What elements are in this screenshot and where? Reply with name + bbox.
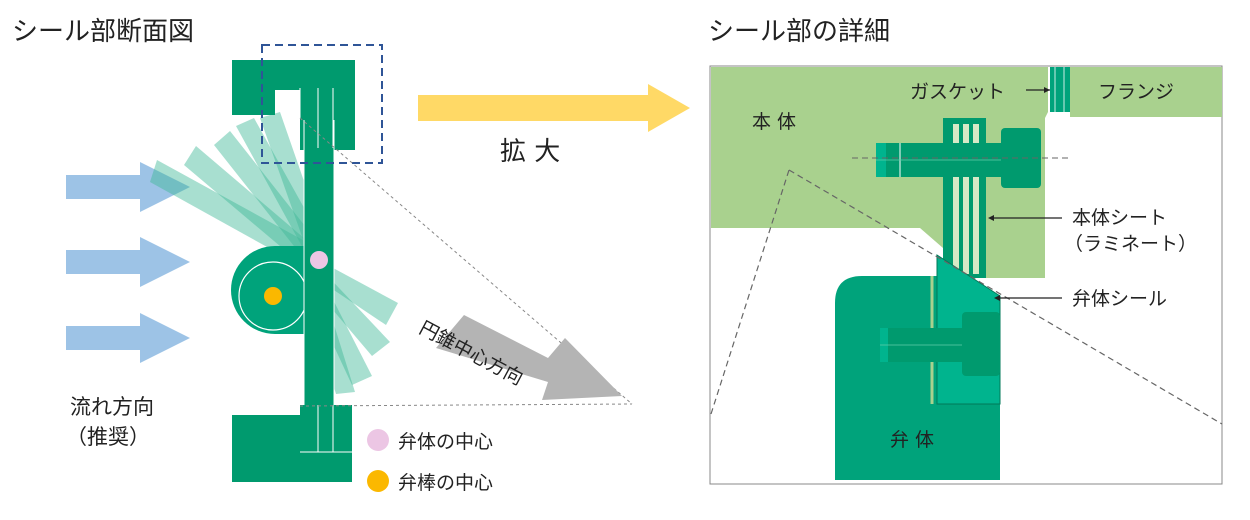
- legend-disc-center-swatch: [367, 429, 389, 451]
- disc-main: [299, 88, 352, 453]
- disc-ghost-3: [214, 131, 320, 260]
- detail-disc-body: [835, 276, 1000, 480]
- legend-stem-center-swatch: [367, 470, 389, 492]
- cone-direction-arrow: [436, 315, 622, 400]
- detail-gasket: [1050, 67, 1070, 112]
- disc-center-dot: [310, 251, 328, 269]
- body-bottom: [232, 405, 352, 482]
- disc-ghost-2: [184, 146, 318, 268]
- flow-label-line2: （推奨）: [66, 425, 150, 449]
- detail-flange: [1070, 67, 1222, 117]
- disc-ghost-4: [236, 118, 322, 250]
- enlarge-arrow: [418, 84, 690, 132]
- cone-guides: [299, 117, 633, 407]
- enlarge-frame: [261, 44, 383, 164]
- detail-flange-label: フランジ: [1098, 81, 1174, 103]
- detail-gasket-label: ガスケット: [910, 81, 1005, 103]
- detail-disc-label: 弁 体: [890, 429, 934, 451]
- disc-hub: [231, 246, 308, 334]
- flow-arrows: [66, 162, 190, 363]
- legend-disc-center-label: 弁体の中心: [398, 431, 493, 453]
- flow-arrow-2: [66, 237, 190, 287]
- body-top: [232, 60, 355, 150]
- detail-body-label: 本 体: [752, 111, 796, 133]
- enlarge-label: 拡 大: [500, 137, 560, 167]
- flow-arrow-1: [66, 162, 190, 212]
- detail-body-seat-label-line2: （ラミネート）: [1064, 233, 1197, 255]
- flow-arrow-3: [66, 313, 190, 363]
- detail-view: [709, 65, 1223, 485]
- legend-stem-center-label: 弁棒の中心: [398, 472, 493, 494]
- left-panel-title: シール部断面図: [12, 17, 194, 47]
- detail-disc-seal-label: 弁体シール: [1072, 288, 1167, 310]
- disc-ghost-1: [150, 160, 312, 268]
- flow-label-line1: 流れ方向: [70, 395, 154, 419]
- right-panel-title: シール部の詳細: [708, 17, 890, 47]
- legend: 弁体の中心 弁棒の中心: [367, 429, 493, 494]
- detail-body-seat-label-line1: 本体シート: [1072, 207, 1167, 229]
- stem-center-dot: [264, 287, 282, 305]
- detail-lower-bolt: [880, 312, 1000, 376]
- detail-upper-bolt: [876, 128, 1041, 188]
